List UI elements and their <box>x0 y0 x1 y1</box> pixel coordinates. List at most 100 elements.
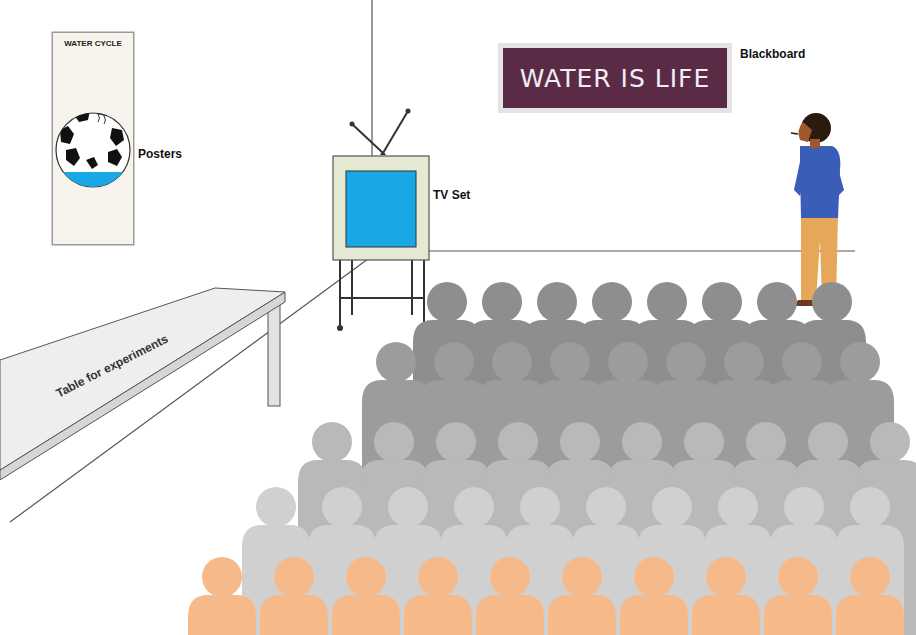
audience-head <box>388 487 428 527</box>
audience-head <box>652 487 692 527</box>
audience-head <box>454 487 494 527</box>
audience-head <box>870 422 910 462</box>
audience-head <box>840 342 880 382</box>
antenna <box>383 111 408 153</box>
antenna-tip <box>406 109 411 114</box>
audience-head <box>560 422 600 462</box>
blackboard-frame <box>498 43 732 113</box>
poster-sheet <box>52 32 134 245</box>
audience-body <box>620 595 688 635</box>
audience-body <box>476 595 544 635</box>
audience-head <box>850 487 890 527</box>
audience-body <box>836 595 904 635</box>
audience-row <box>298 422 916 635</box>
audience-head <box>850 557 890 597</box>
audience-head <box>256 487 296 527</box>
audience-head <box>746 422 786 462</box>
audience-head <box>436 422 476 462</box>
tv-screen <box>346 171 416 247</box>
poster-label: Posters <box>138 147 182 161</box>
audience-head <box>808 422 848 462</box>
audience-body <box>404 595 472 635</box>
audience-body <box>836 525 904 635</box>
audience-row <box>188 557 904 635</box>
audience-head <box>346 557 386 597</box>
tree-blob <box>60 126 74 144</box>
audience-head <box>784 487 824 527</box>
audience-head <box>418 557 458 597</box>
audience-body <box>764 595 832 635</box>
audience-row <box>242 487 904 635</box>
tv-legs <box>340 258 424 325</box>
audience-body <box>548 595 616 635</box>
audience-head <box>498 422 538 462</box>
teacher-figure <box>791 113 844 306</box>
audience-head <box>782 342 822 382</box>
neck <box>810 139 820 148</box>
antenna-tip <box>350 122 355 127</box>
audience-head <box>374 422 414 462</box>
audience-head <box>312 422 352 462</box>
audience-row <box>362 342 894 635</box>
tv-label: TV Set <box>433 188 470 202</box>
poster-illustration <box>50 32 140 245</box>
blackboard: WATER IS LIFE <box>500 45 730 111</box>
audience-head <box>520 487 560 527</box>
poster: WATER CYCLE <box>52 32 134 245</box>
tv-cabinet <box>333 156 429 260</box>
audience-head <box>684 422 724 462</box>
arm <box>794 152 808 196</box>
audience-head <box>706 557 746 597</box>
chalk-text: WATER IS LIFE <box>520 64 711 93</box>
table-leg <box>268 298 280 406</box>
audience-head <box>586 487 626 527</box>
audience-head <box>202 557 242 597</box>
audience-head <box>434 342 474 382</box>
wheel <box>337 325 343 331</box>
audience-head <box>482 282 522 322</box>
audience-head <box>778 557 818 597</box>
blackboard-label: Blackboard <box>740 47 805 61</box>
audience-head <box>490 557 530 597</box>
pointer <box>791 133 798 134</box>
audience-head <box>427 282 467 322</box>
experiment-table: Table for experiments <box>0 280 292 480</box>
audience-head <box>724 342 764 382</box>
face <box>799 122 812 142</box>
audience-head <box>322 487 362 527</box>
audience-head <box>702 282 742 322</box>
audience-body <box>260 595 328 635</box>
audience-head <box>537 282 577 322</box>
audience-body <box>188 595 256 635</box>
audience-head <box>666 342 706 382</box>
tv-set <box>333 109 429 332</box>
arm <box>828 150 844 196</box>
tree-blob <box>86 157 98 169</box>
tree-blob <box>66 148 80 166</box>
vapour-lines <box>97 106 106 124</box>
audience-head <box>634 557 674 597</box>
audience-row <box>413 282 866 635</box>
antenna-base <box>380 152 386 155</box>
audience-head <box>492 342 532 382</box>
audience-head <box>812 282 852 322</box>
audience-head <box>550 342 590 382</box>
audience-head <box>592 282 632 322</box>
audience-head <box>274 557 314 597</box>
audience-head <box>562 557 602 597</box>
globe-content <box>50 102 140 202</box>
tree-blob <box>110 128 124 146</box>
audience-head <box>647 282 687 322</box>
audience-body <box>332 595 400 635</box>
audience-head <box>622 422 662 462</box>
wall-floor-line <box>372 250 855 251</box>
water <box>50 172 140 202</box>
audience-head <box>757 282 797 322</box>
audience <box>188 282 916 635</box>
poster-title: WATER CYCLE <box>53 39 133 48</box>
table-shape <box>0 280 292 480</box>
antenna <box>352 124 383 153</box>
tree-blob <box>108 149 122 166</box>
audience-head <box>376 342 416 382</box>
